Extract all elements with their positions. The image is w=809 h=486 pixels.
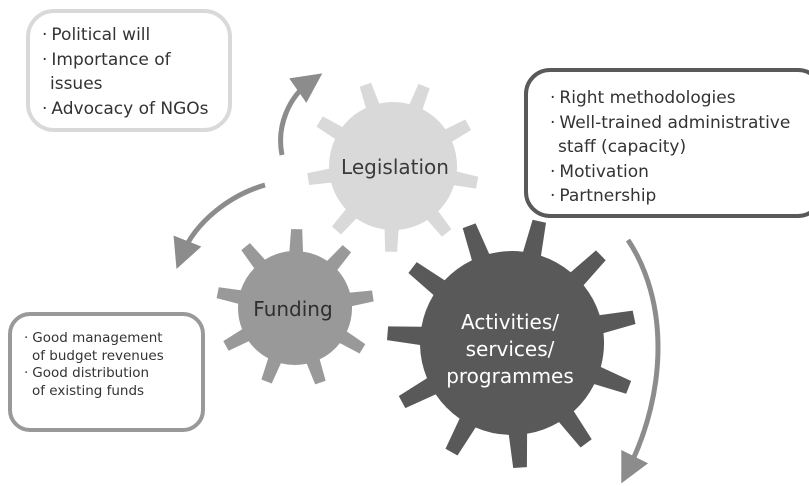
legislation-factor-item: ·Political will	[42, 23, 228, 48]
activities-factors-box: ·Right methodologies·Well-trained admini…	[524, 68, 809, 218]
activities-gear	[387, 219, 636, 468]
arrow-to-legislation-box	[278, 73, 323, 156]
activities-gear-label-line: programmes	[446, 364, 574, 388]
funding-gear	[216, 229, 374, 385]
activities-factor-text: Motivation	[559, 161, 649, 182]
bullet: ·	[42, 49, 48, 70]
funding-factor-text: Good distribution	[32, 365, 150, 381]
legislation-gear	[307, 82, 479, 252]
activities-factor-item: staff (capacity)	[550, 135, 809, 160]
legislation-gear-label: Legislation	[341, 155, 449, 179]
legislation-factor-text: issues	[50, 74, 103, 94]
activities-factor-item: ·Partnership	[550, 184, 809, 209]
bullet: ·	[42, 25, 48, 45]
activities-factor-item: ·Right methodologies	[550, 86, 809, 111]
activities-factor-item: ·Motivation	[550, 160, 809, 185]
activities-gear-label-line: Activities/	[461, 310, 559, 334]
activities-factor-item: ·Well-trained administrative	[550, 111, 809, 136]
legislation-factor-item: ·Importance of	[42, 48, 228, 73]
legislation-factor-item: ·Advocacy of NGOs	[42, 97, 228, 122]
funding-factor-item: ·Good management	[24, 330, 201, 348]
legislation-factor-text: Advocacy of NGOs	[51, 98, 209, 119]
funding-factor-text: of budget revenues	[32, 347, 164, 364]
activities-gear-label: Activities/services/programmes	[425, 309, 595, 390]
funding-factor-item: ·Good distribution	[24, 365, 201, 383]
arrow-down-from-activities-box	[621, 238, 661, 484]
bullet: ·	[24, 365, 29, 381]
legislation-factor-text: Importance of	[51, 49, 171, 70]
funding-factor-item: of existing funds	[24, 383, 201, 401]
activities-factor-text: Right methodologies	[559, 88, 736, 108]
legislation-factor-item: issues	[42, 72, 228, 97]
activities-factor-text: Partnership	[559, 186, 657, 206]
bullet: ·	[550, 186, 556, 206]
bullet: ·	[42, 98, 48, 119]
bullet: ·	[550, 161, 556, 182]
activities-gear-label-line: services/	[465, 337, 555, 361]
activities-factor-text: staff (capacity)	[558, 137, 687, 157]
funding-factor-item: of budget revenues	[24, 348, 201, 366]
bullet: ·	[550, 112, 556, 133]
bullet: ·	[550, 88, 556, 108]
arrow-to-funding-box	[173, 182, 266, 269]
bullet: ·	[24, 330, 29, 346]
funding-factor-text: of existing funds	[32, 382, 145, 399]
activities-factor-text: Well-trained administrative	[559, 112, 791, 133]
funding-gear-label: Funding	[253, 297, 333, 321]
legislation-factor-text: Political will	[51, 25, 151, 45]
funding-factor-text: Good management	[32, 330, 163, 346]
